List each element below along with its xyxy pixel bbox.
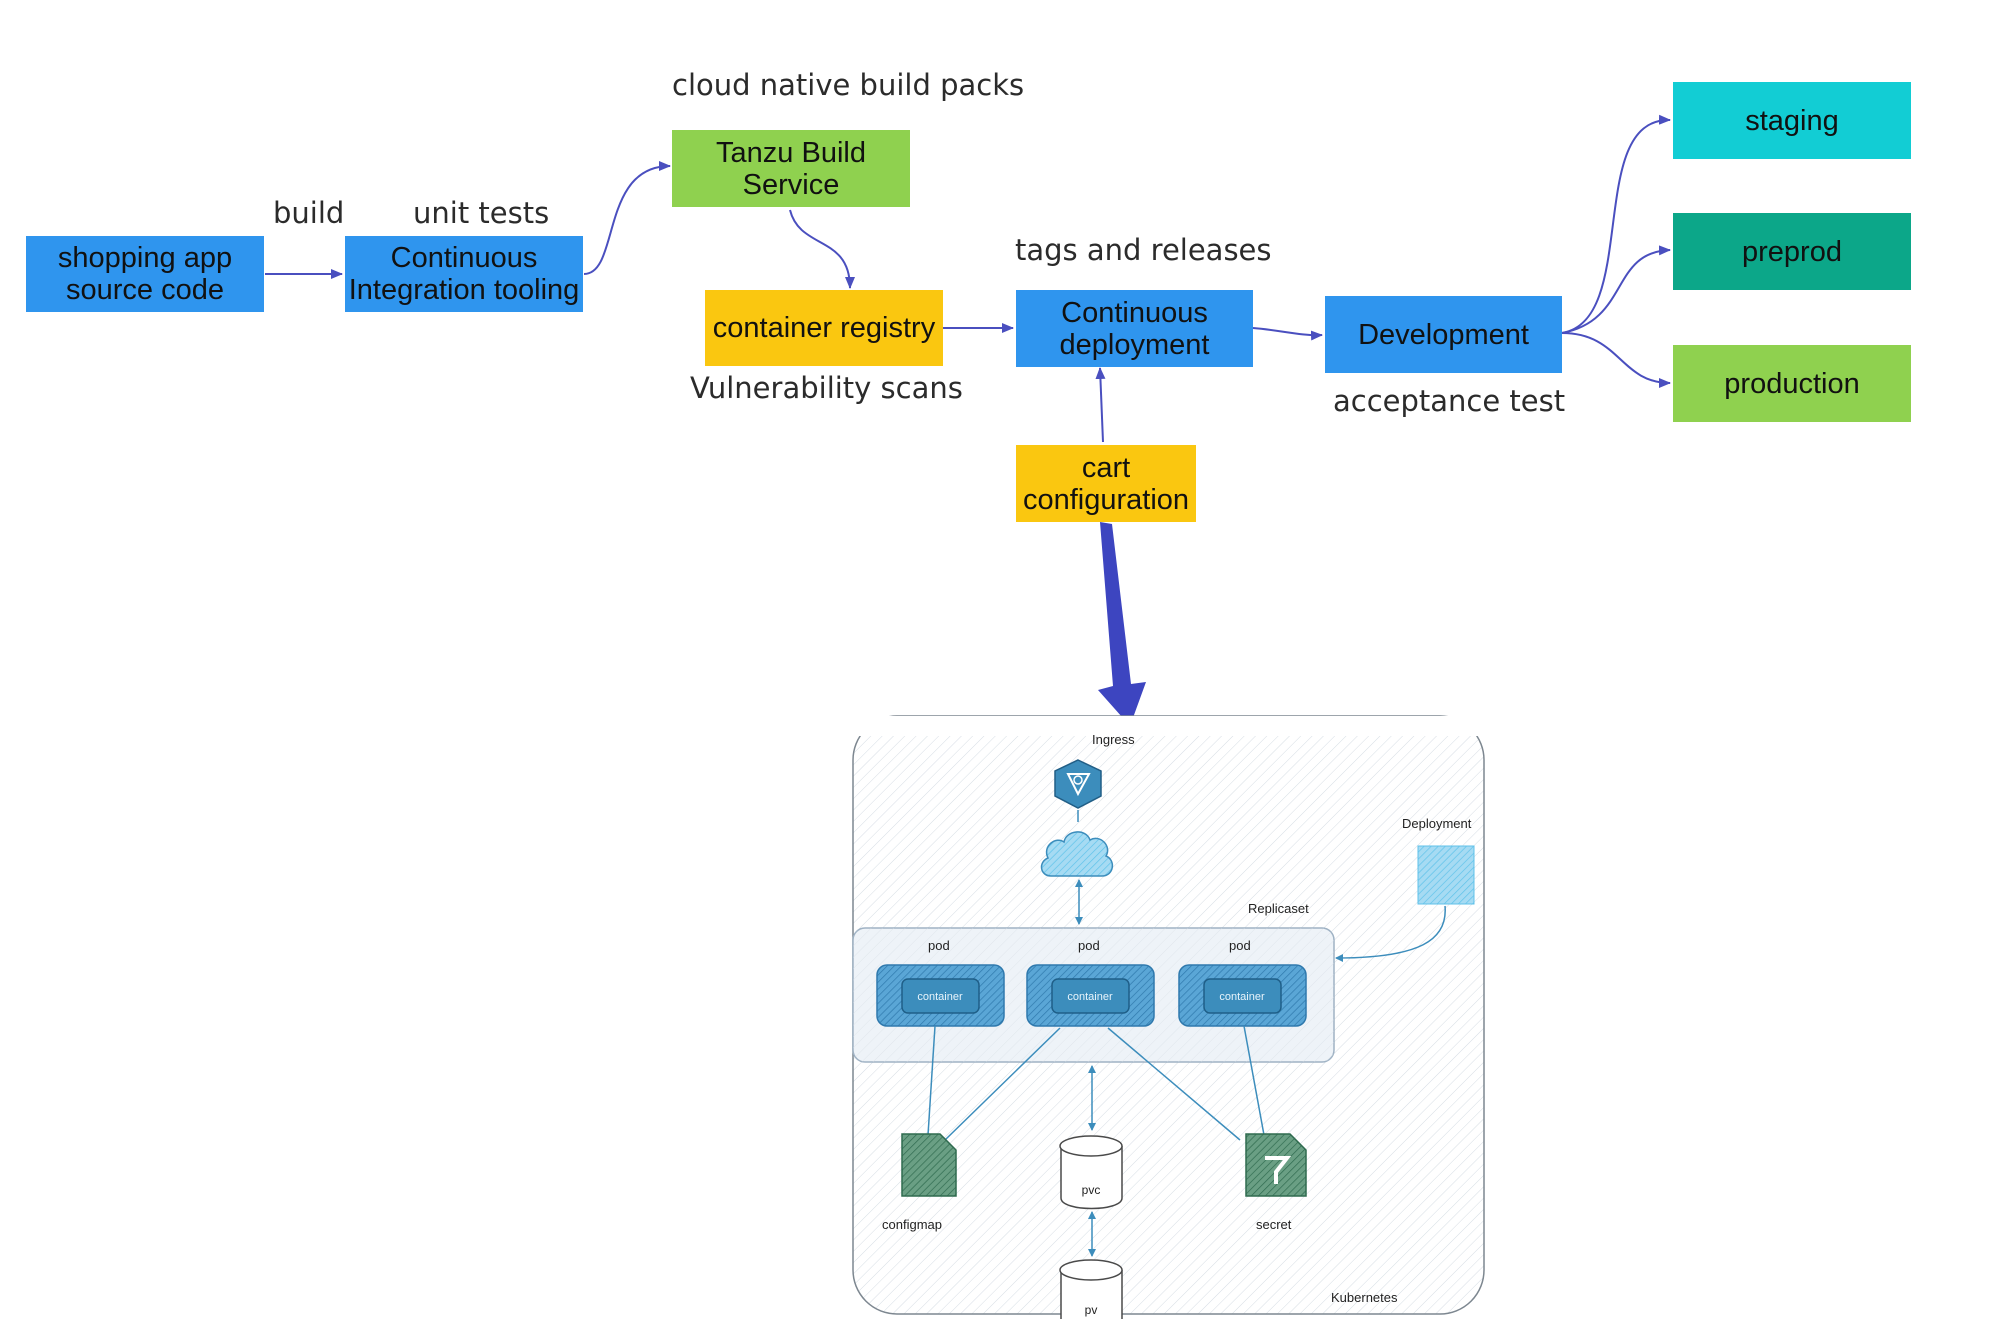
container-3 — [1203, 978, 1282, 1014]
replicaset-label: Replicaset — [1248, 901, 1309, 916]
container-2 — [1051, 978, 1130, 1014]
arrow-cart-to-kubernetes — [1098, 522, 1146, 726]
pv-icon — [1059, 1259, 1123, 1319]
staging-box: staging — [1673, 82, 1911, 159]
development-box: Development — [1325, 296, 1562, 373]
kubernetes-label: Kubernetes — [1331, 1290, 1398, 1305]
container-2-label: container — [1067, 991, 1113, 1003]
tanzu-build-service-box: Tanzu Build Service — [672, 130, 910, 207]
build-packs-note: cloud native build packs — [672, 68, 1025, 102]
preprod-box: preprod — [1673, 213, 1911, 290]
container-3-label: container — [1219, 991, 1265, 1003]
cart-configuration-box: cart configuration — [1016, 445, 1196, 522]
pv-label: pv — [1085, 1303, 1098, 1317]
unit-tests-note: unit tests — [413, 196, 550, 230]
deployment-label: Deployment — [1402, 816, 1472, 831]
pod-2-label: pod — [1078, 938, 1100, 953]
shopping-app-box: shopping app source code — [26, 236, 264, 312]
container-registry-box: container registry — [705, 290, 943, 366]
arrow-tbs-to-registry — [789, 209, 855, 289]
continuous-integration-box: Continuous Integration tooling — [345, 236, 583, 312]
pod-1-label: pod — [928, 938, 950, 953]
arrow-ci-to-tbs — [583, 161, 671, 275]
container-1-label: container — [917, 991, 963, 1003]
arrow-development-to-staging — [1561, 114, 1671, 334]
configmap-label: configmap — [882, 1217, 942, 1232]
pod-3-label: pod — [1229, 938, 1251, 953]
configmap-icon — [901, 1133, 957, 1197]
deployment-icon — [1417, 845, 1475, 905]
production-box: production — [1673, 345, 1911, 422]
ingress-label: Ingress — [1092, 732, 1135, 747]
pvc-icon — [1059, 1135, 1123, 1210]
tags-releases-note: tags and releases — [1015, 233, 1272, 267]
arrow-cart-to-cd — [1095, 367, 1106, 443]
arrow-cd-to-development — [1252, 327, 1323, 341]
service-cloud-icon — [1040, 831, 1114, 877]
arrow-development-to-production — [1561, 332, 1671, 388]
vulnerability-scans-note: Vulnerability scans — [690, 371, 963, 405]
secret-icon — [1245, 1133, 1307, 1197]
arrow-development-to-preprod — [1561, 245, 1671, 334]
continuous-deployment-box: Continuous deployment — [1016, 290, 1253, 367]
acceptance-test-note: acceptance test — [1333, 384, 1566, 418]
container-1 — [901, 978, 980, 1014]
secret-label: secret — [1256, 1217, 1292, 1232]
pvc-label: pvc — [1082, 1183, 1101, 1197]
build-note: build — [273, 196, 345, 230]
